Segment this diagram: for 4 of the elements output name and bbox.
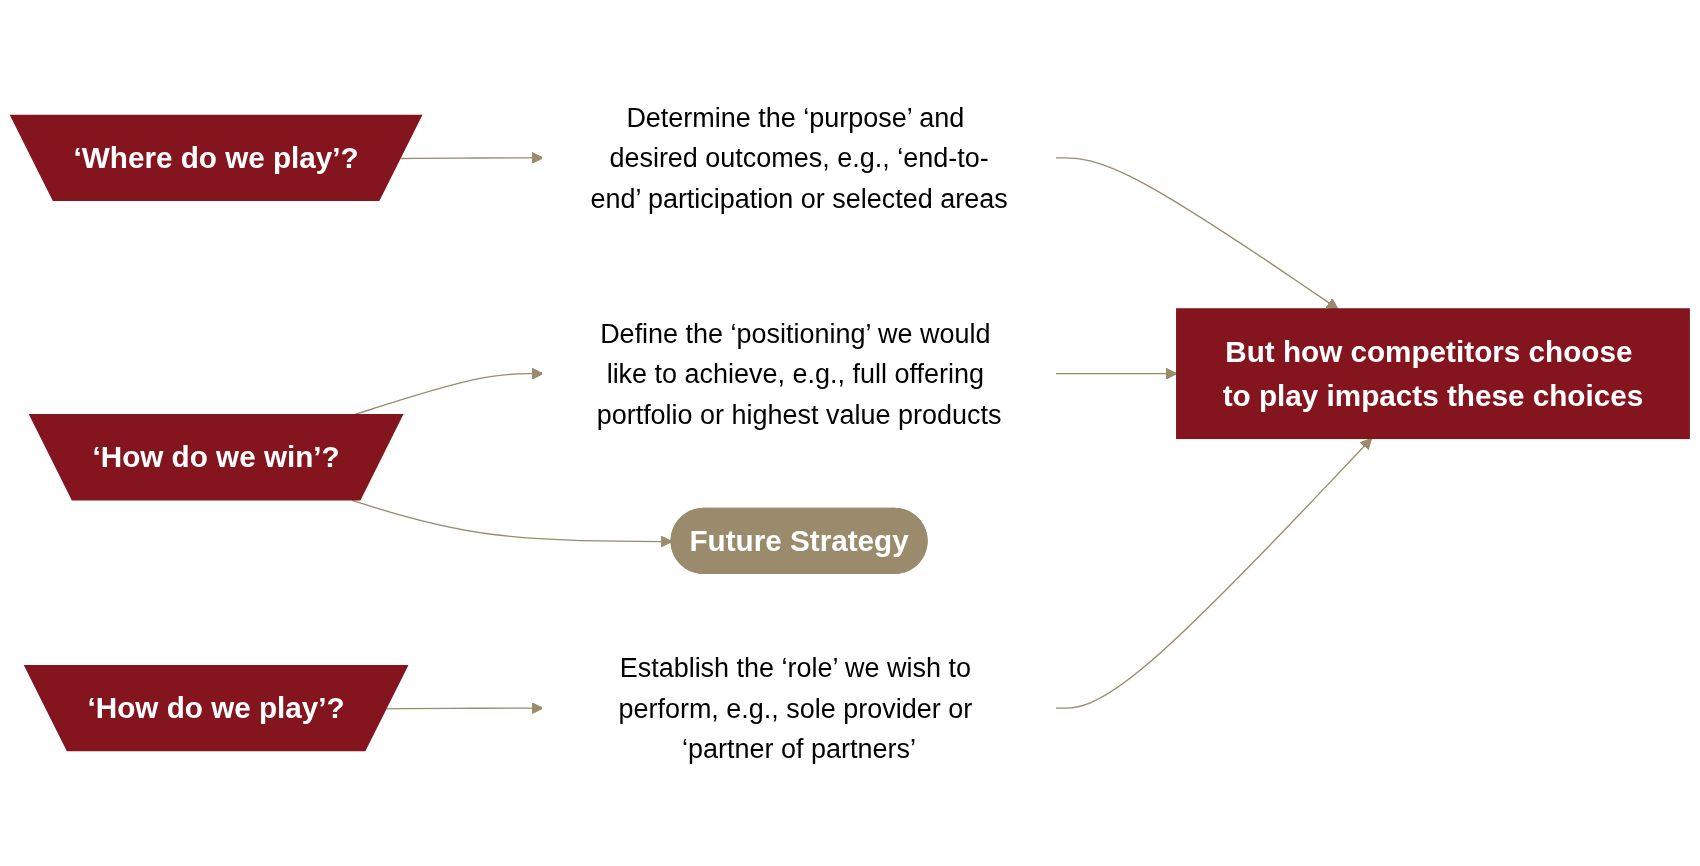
node-box: But how competitors choose to play impacts these choices <box>1176 308 1690 440</box>
node-text: Determine the ‘purpose’ and desired outcomes, e.g., ‘end-to-end’ participation or selected areas <box>590 102 1008 214</box>
node-text: Establish the ‘role’ we wish to perform, e.g., sole provider or ‘partner of partners’ <box>618 652 973 764</box>
node-text: Define the ‘positioning’ we would like to achieve, e.g., full offering portfolio or highest value products <box>596 318 1002 429</box>
